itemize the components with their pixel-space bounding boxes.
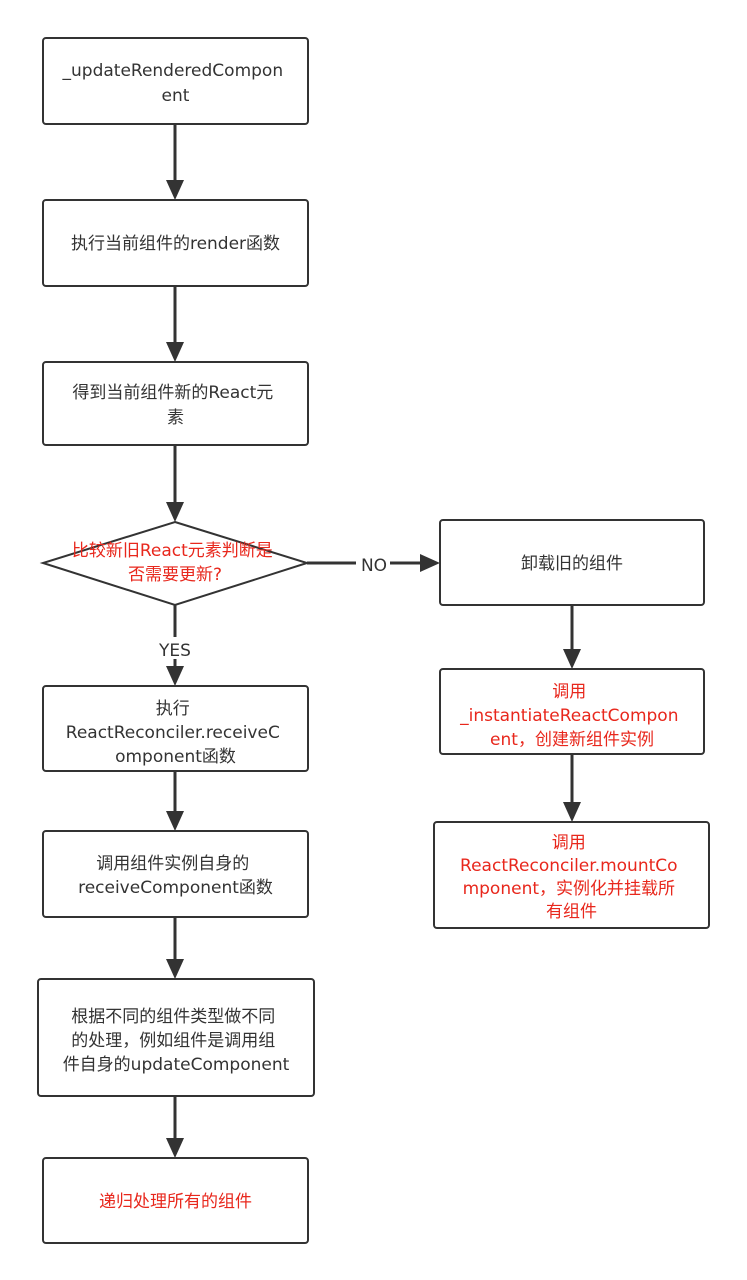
arrowhead-icon xyxy=(166,342,184,362)
connectors xyxy=(166,124,581,1158)
node-label: 递归处理所有的组件 xyxy=(99,1192,252,1212)
node-execute-render: 执行当前组件的render函数 xyxy=(42,199,309,287)
node-call-instance-receive: 调用组件实例自身的 receiveComponent函数 xyxy=(42,830,309,918)
arrowhead-icon xyxy=(563,649,581,669)
yes-label-bg xyxy=(153,637,197,659)
node-label: _updateRenderedCompon ent xyxy=(62,61,289,106)
node-label: 根据不同的组件类型做不同 的处理，例如组件是调用组 件自身的updateComp… xyxy=(63,1007,290,1075)
no-label: NO xyxy=(361,556,387,576)
node-label: 得到当前组件新的React元 素 xyxy=(72,383,278,428)
yes-label: YES xyxy=(158,641,191,661)
node-mount-component: 调用 ReactReconciler.mountCo mponent，实例化并挂… xyxy=(433,821,710,929)
node-get-new-element: 得到当前组件新的React元 素 xyxy=(42,361,309,446)
node-receive-component: 执行 ReactReconciler.receiveC omponent函数 xyxy=(42,685,309,772)
no-label-bg xyxy=(356,553,390,575)
node-label: 卸载旧的组件 xyxy=(521,554,623,574)
arrowhead-icon xyxy=(563,802,581,822)
node-handle-component-types: 根据不同的组件类型做不同 的处理，例如组件是调用组 件自身的updateComp… xyxy=(37,978,315,1097)
node-label: 比较新旧React元素判断是 否需要更新? xyxy=(72,541,278,585)
arrowhead-icon xyxy=(166,180,184,200)
arrowhead-icon xyxy=(166,666,184,686)
node-label: 执行 ReactReconciler.receiveC omponent函数 xyxy=(66,699,285,767)
node-label: 调用 _instantiateReactCompon ent，创建新组件实例 xyxy=(459,682,684,750)
arrowhead-icon xyxy=(166,811,184,831)
node-unmount-old: 卸载旧的组件 xyxy=(439,519,705,606)
arrowhead-icon xyxy=(166,502,184,522)
node-label: 调用 ReactReconciler.mountCo mponent，实例化并挂… xyxy=(460,833,683,922)
arrowhead-icon xyxy=(166,959,184,979)
node-recursive-handle: 递归处理所有的组件 xyxy=(42,1157,309,1244)
node-update-rendered-component: _updateRenderedCompon ent xyxy=(42,37,309,125)
node-label: 调用组件实例自身的 receiveComponent函数 xyxy=(78,854,273,898)
node-decision-compare: 比较新旧React元素判断是 否需要更新? xyxy=(39,520,311,607)
node-label: 执行当前组件的render函数 xyxy=(71,234,280,254)
node-instantiate-component: 调用 _instantiateReactCompon ent，创建新组件实例 xyxy=(439,668,705,755)
arrowhead-icon xyxy=(166,1138,184,1158)
arrowhead-icon xyxy=(420,554,440,572)
